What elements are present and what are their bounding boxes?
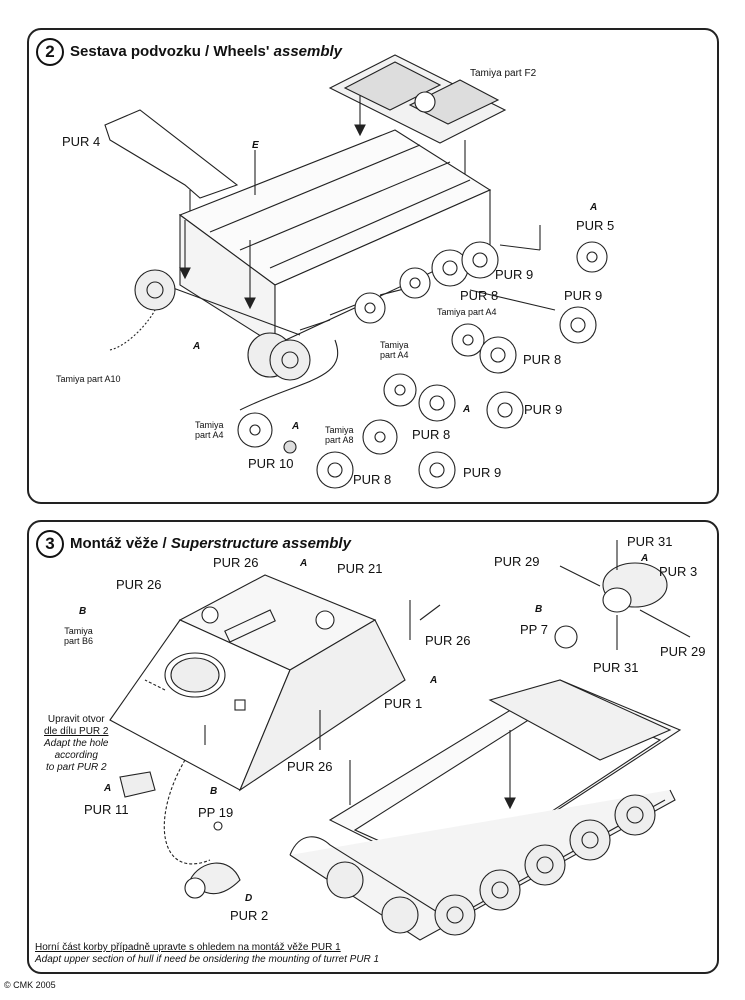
label-line: Tamiya: [64, 626, 93, 636]
label-pur2: PUR 2: [230, 908, 269, 923]
label-line: part A4: [380, 350, 409, 360]
note-line: Adapt the hole: [44, 738, 109, 749]
label-line: Tamiya: [380, 340, 409, 350]
label-pur31-a: PUR 31: [627, 534, 673, 549]
label-pur26-a: PUR 26: [213, 555, 259, 570]
marker-a-5: A: [300, 558, 308, 569]
marker-a-8: A: [104, 783, 112, 794]
label-pp7: PP 7: [520, 622, 548, 637]
note-line: dle dílu PUR 2: [44, 726, 109, 737]
label-pur9-d: PUR 9: [463, 465, 502, 480]
panel3-title: 3 Montáž věže / Superstructure assembly: [36, 530, 351, 558]
marker-a-6: A: [641, 553, 649, 564]
label-tamiya-b6: Tamiya part B6: [64, 626, 93, 646]
marker-a-3: A: [463, 404, 471, 415]
label-line: Tamiya: [195, 420, 224, 430]
label-pur8-d: PUR 8: [353, 472, 392, 487]
label-pur3: PUR 3: [659, 564, 698, 579]
label-tamiya-a4-a: Tamiya part A4: [437, 307, 497, 317]
copyright: © CMK 2005: [4, 980, 56, 990]
marker-a-2: A: [193, 341, 201, 352]
label-tamiya-a4-c: Tamiya part A4: [195, 420, 224, 440]
label-pur8-a: PUR 8: [460, 288, 499, 303]
marker-b-1: B: [79, 606, 87, 617]
marker-b-2: B: [535, 604, 543, 615]
label-pp19: PP 19: [198, 805, 234, 820]
step-number: 3: [36, 530, 64, 558]
label-pur29-b: PUR 29: [660, 644, 706, 659]
step-number: 2: [36, 38, 64, 66]
title-en: Superstructure assembly: [170, 534, 351, 552]
label-pur1: PUR 1: [384, 696, 423, 711]
title-cz: Montáž věže /: [70, 534, 167, 552]
note-cz: Horní část korby případně upravte s ohle…: [35, 942, 341, 953]
marker-b-3: B: [210, 786, 218, 797]
label-pur8-c: PUR 8: [412, 427, 451, 442]
note-bottom: Horní část korby případně upravte s ohle…: [35, 942, 379, 966]
label-pur21: PUR 21: [337, 561, 383, 576]
note-line: to part PUR 2: [45, 762, 107, 773]
label-line: Tamiya: [325, 425, 354, 435]
label-pur26-b: PUR 26: [116, 577, 162, 592]
label-tamiya-f2: Tamiya part F2: [470, 68, 537, 79]
label-tamiya-a10: Tamiya part A10: [56, 374, 121, 384]
label-pur26-d: PUR 26: [287, 759, 333, 774]
note-line: according: [54, 750, 98, 761]
label-pur31-b: PUR 31: [593, 660, 639, 675]
note-en: Adapt upper section of hull if need be o…: [35, 954, 380, 965]
marker-a-7: A: [430, 675, 438, 686]
label-line: part A8: [325, 435, 354, 445]
note-adapt-hole: Upravit otvor dle dílu PUR 2 Adapt the h…: [44, 714, 109, 774]
label-line: part B6: [64, 636, 94, 646]
marker-a-1: A: [590, 202, 598, 213]
label-pur4: PUR 4: [62, 134, 101, 149]
label-pur5: PUR 5: [576, 218, 615, 233]
marker-a-4: A: [292, 421, 300, 432]
label-pur9-a: PUR 9: [495, 267, 534, 282]
label-pur9-c: PUR 9: [524, 402, 563, 417]
label-pur10: PUR 10: [248, 456, 294, 471]
label-pur11: PUR 11: [84, 802, 129, 817]
title-cz: Sestava podvozku / Wheels': [70, 42, 270, 60]
marker-e: E: [252, 140, 259, 151]
label-pur9-b: PUR 9: [564, 288, 603, 303]
label-pur8-b: PUR 8: [523, 352, 562, 367]
label-tamiya-a4-b: Tamiya part A4: [380, 340, 409, 360]
label-line: part A4: [195, 430, 224, 440]
title-en: assembly: [273, 42, 343, 60]
note-line: Upravit otvor: [47, 714, 105, 725]
label-pur29-a: PUR 29: [494, 554, 540, 569]
marker-d: D: [245, 893, 253, 904]
label-tamiya-a8: Tamiya part A8: [325, 425, 354, 445]
label-pur26-c: PUR 26: [425, 633, 471, 648]
panel2-title: 2 Sestava podvozku / Wheels' assembly: [36, 38, 342, 66]
